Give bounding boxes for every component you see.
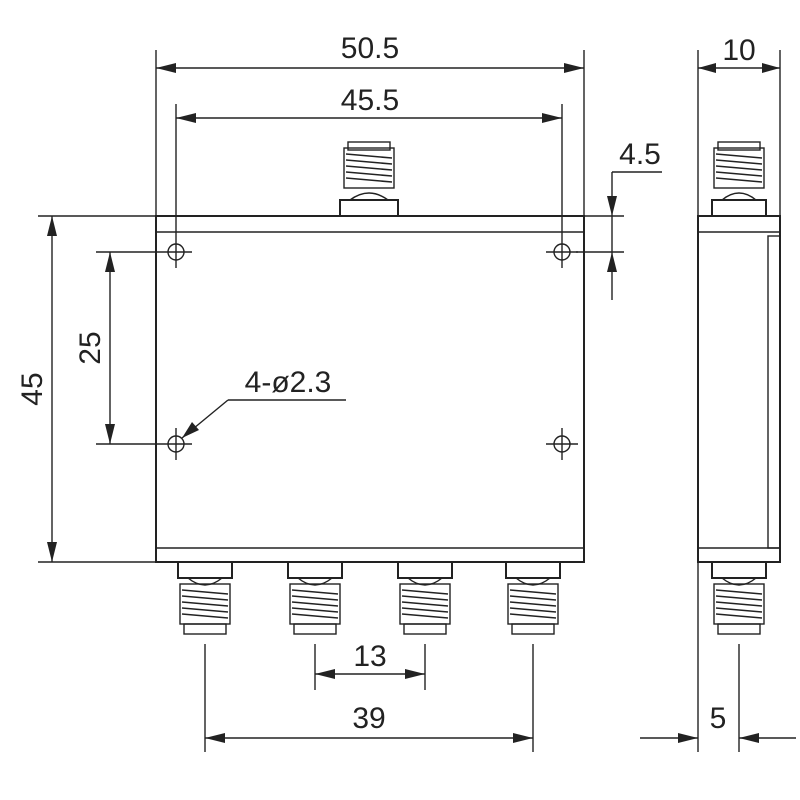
hole-callout-label: 4-ø2.3 — [245, 366, 332, 399]
housing-body — [155, 215, 585, 563]
dim-port-pitch: 13 — [314, 640, 426, 690]
side-input-connector — [711, 141, 767, 217]
dim-hole-spacing-vertical: 25 — [74, 251, 160, 445]
overall-width-label: 50.5 — [341, 32, 399, 65]
dim-mount-offset: 4.5 — [576, 138, 662, 300]
output-connector — [505, 561, 561, 635]
dim-hole-spacing-horizontal: 45.5 — [175, 84, 563, 236]
dim-connector-offset: 5 — [640, 562, 796, 752]
mounting-hole — [160, 428, 192, 460]
mounting-hole — [160, 236, 192, 268]
dim-overall-width: 50.5 — [155, 32, 585, 216]
front-view — [155, 141, 585, 635]
port-pitch-label: 13 — [353, 640, 386, 673]
dim-outer-port-spacing: 39 — [204, 644, 534, 752]
hole-spacing-vertical-label: 25 — [74, 331, 107, 364]
dim-hole-callout: 4-ø2.3 — [181, 366, 346, 439]
mount-offset-label: 4.5 — [619, 138, 661, 171]
depth-label: 10 — [722, 34, 755, 67]
dim-overall-height: 45 — [16, 215, 156, 563]
output-connector — [287, 561, 343, 635]
output-connector — [177, 561, 233, 635]
input-connector — [339, 141, 399, 217]
mounting-hole — [546, 428, 578, 460]
hole-spacing-horizontal-label: 45.5 — [341, 84, 399, 117]
outer-port-spacing-label: 39 — [352, 702, 385, 735]
side-view — [697, 141, 781, 635]
overall-height-label: 45 — [16, 372, 49, 405]
mounting-hole — [546, 236, 578, 268]
output-connector — [397, 561, 453, 635]
dim-depth: 10 — [697, 34, 781, 216]
side-output-connector — [711, 561, 767, 635]
connector-offset-label: 5 — [710, 702, 727, 735]
